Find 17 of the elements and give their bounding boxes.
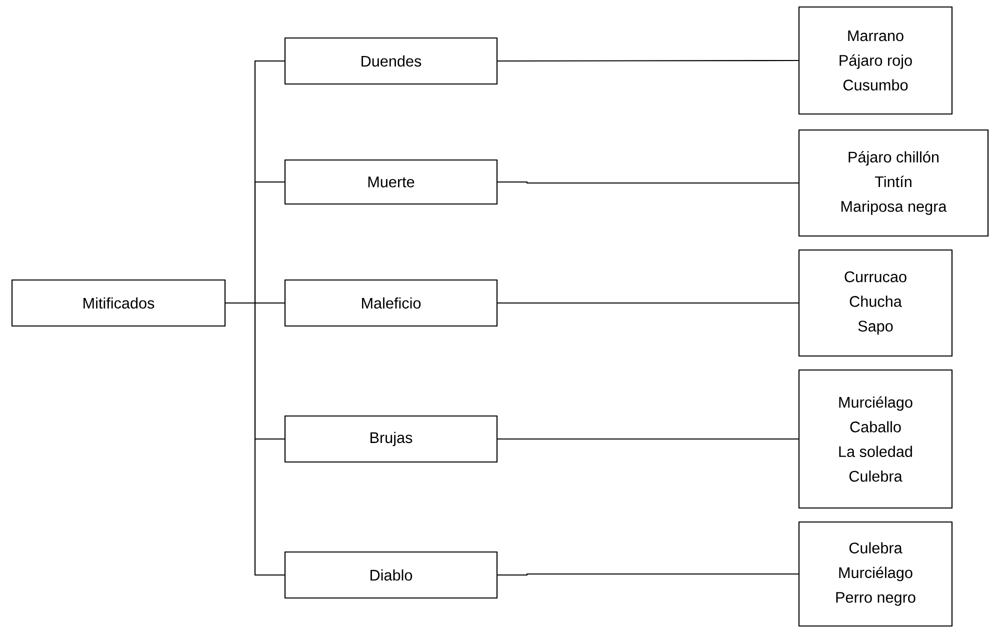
list-box: Pájaro chillón Tintín Mariposa negra bbox=[798, 129, 989, 237]
connector-line bbox=[498, 60, 798, 62]
category-box: Duendes bbox=[284, 37, 498, 85]
connector-line bbox=[498, 438, 798, 440]
category-box: Brujas bbox=[284, 415, 498, 463]
list-box: Murciélago Caballo La soledad Culebra bbox=[798, 369, 953, 509]
category-box: Muerte bbox=[284, 159, 498, 205]
category-box: Diablo bbox=[284, 551, 498, 599]
connector-line bbox=[498, 302, 798, 304]
list-box: Culebra Murciélago Perro negro bbox=[798, 521, 953, 627]
connector-line bbox=[498, 181, 798, 184]
list-box: Currucao Chucha Sapo bbox=[798, 249, 953, 357]
connector-line bbox=[226, 302, 284, 576]
list-box: Marrano Pájaro rojo Cusumbo bbox=[798, 6, 953, 115]
root-box: Mitificados bbox=[11, 279, 226, 327]
connector-line bbox=[498, 573, 798, 576]
category-box: Maleficio bbox=[284, 279, 498, 327]
